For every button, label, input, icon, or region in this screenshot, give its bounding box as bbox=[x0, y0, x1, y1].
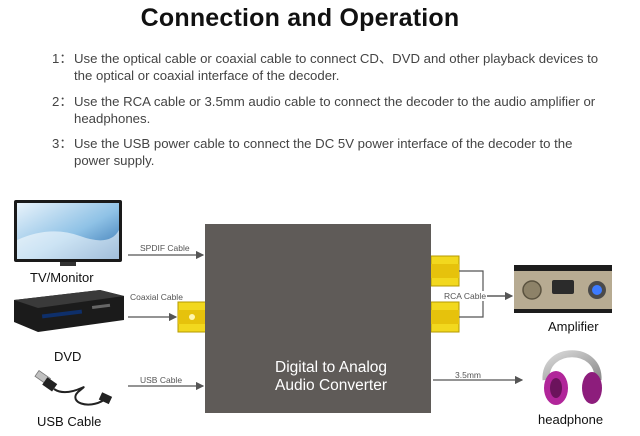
jack-cable-label: 3.5mm bbox=[455, 370, 481, 380]
rca-cable-label: RCA Cable bbox=[443, 291, 488, 301]
rca-output-jack-bottom bbox=[430, 301, 460, 333]
step-text: Use the RCA cable or 3.5mm audio cable t… bbox=[74, 94, 596, 126]
converter-label: Digital to Analog Audio Converter bbox=[275, 359, 435, 395]
dvd-player-icon bbox=[14, 290, 124, 332]
usb-cable-label: USB Cable bbox=[140, 375, 183, 385]
converter-line-2: Audio Converter bbox=[275, 377, 388, 394]
step-number: 2： bbox=[52, 94, 73, 109]
converter-line-1: Digital to Analog bbox=[275, 359, 388, 376]
headphone-icon bbox=[542, 350, 602, 405]
coaxial-cable-label: Coaxial Cable bbox=[130, 292, 183, 302]
amplifier-label: Amplifier bbox=[548, 319, 599, 334]
page-title: Connection and Operation bbox=[140, 4, 460, 32]
rca-input-jack bbox=[177, 301, 207, 333]
headphone-label: headphone bbox=[538, 412, 604, 427]
step-text: Use the optical cable or coaxial cable t… bbox=[74, 51, 599, 83]
tv-icon bbox=[14, 200, 122, 266]
dvd-label: DVD bbox=[54, 349, 82, 364]
converter-box: Digital to Analog Audio Converter bbox=[205, 224, 431, 413]
amplifier-icon bbox=[514, 265, 612, 313]
tv-label: TV/Monitor bbox=[30, 270, 94, 285]
step-number: 3： bbox=[52, 136, 73, 151]
spdif-cable-label: SPDIF Cable bbox=[140, 243, 190, 253]
usb-label: USB Cable bbox=[37, 414, 102, 429]
rca-output-jack-top bbox=[430, 255, 460, 287]
step-text: Use the USB power cable to connect the D… bbox=[74, 136, 573, 168]
step-number: 1： bbox=[52, 51, 73, 66]
usb-cable-icon bbox=[34, 369, 113, 406]
